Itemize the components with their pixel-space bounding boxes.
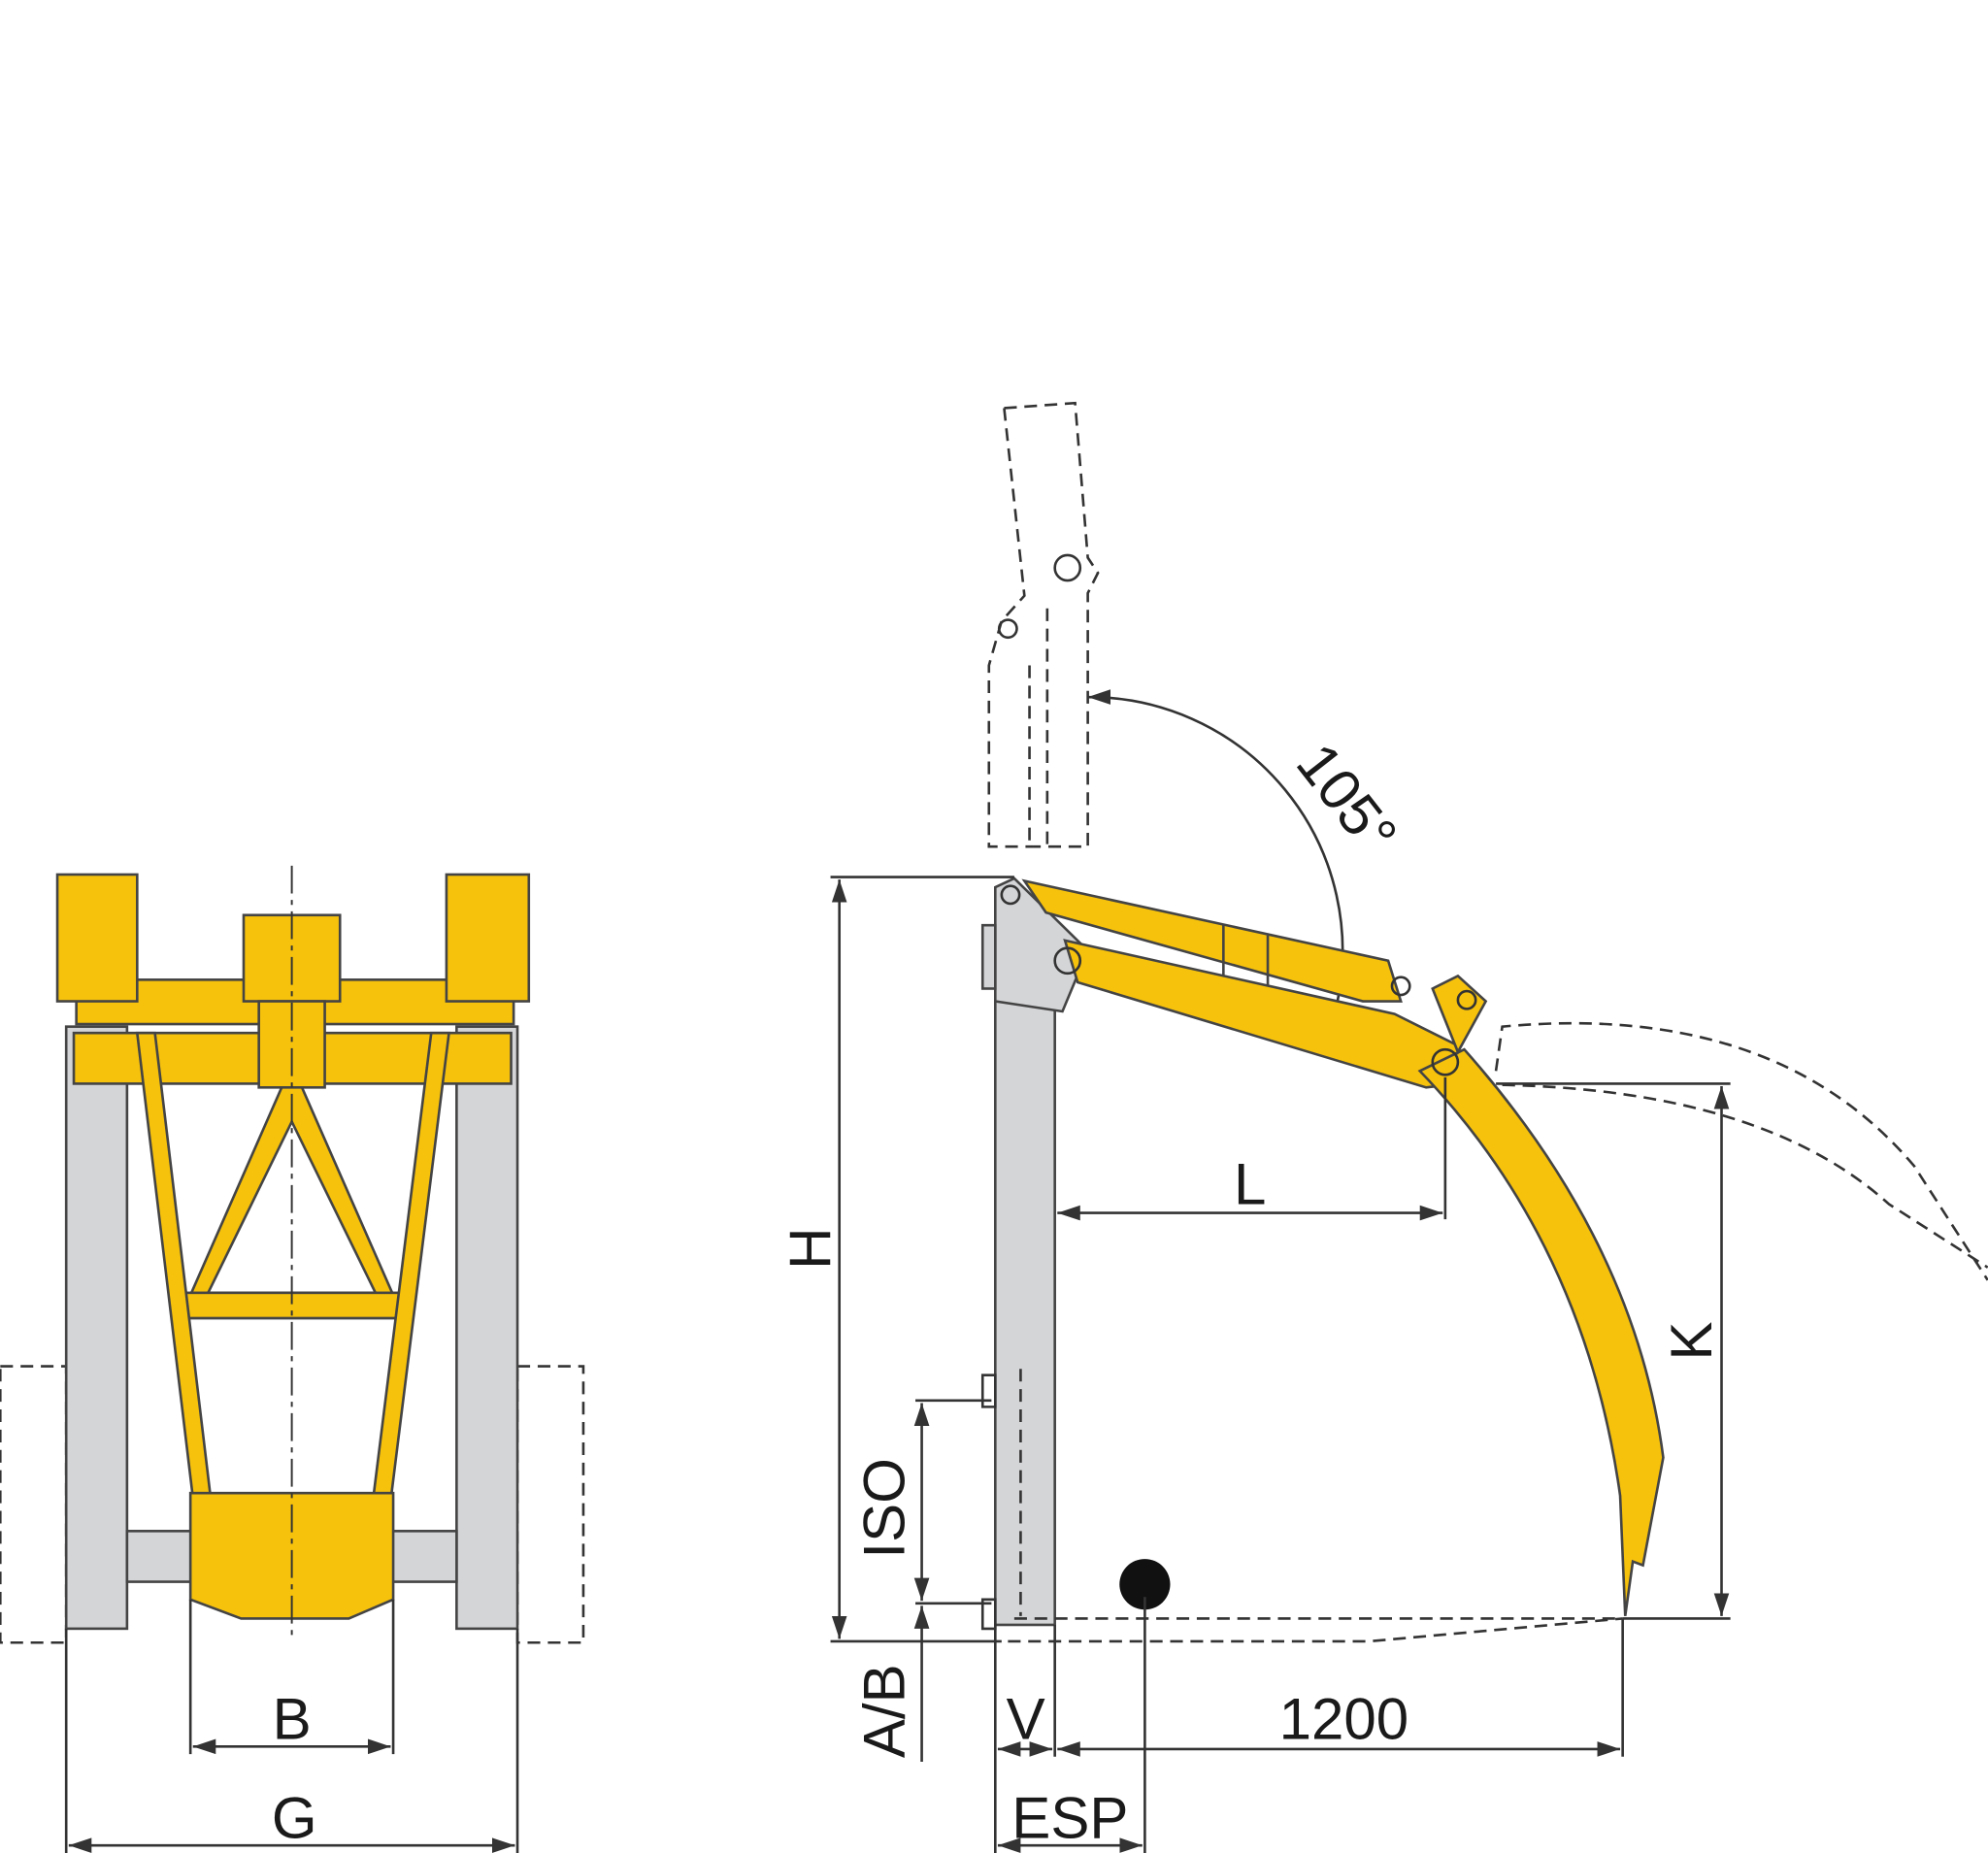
dimension-k-label: K xyxy=(1659,1321,1724,1360)
dimension-h-label: H xyxy=(779,1227,844,1269)
dimension-l-label: L xyxy=(1234,1151,1266,1216)
angle-label: 105° xyxy=(1284,731,1409,866)
yellow-arm xyxy=(1021,878,1665,1617)
right-fork-dashed xyxy=(515,1365,585,1644)
raised-position-dashed xyxy=(987,401,1100,848)
mast xyxy=(994,1000,1056,1627)
dimension-ab-label: A/B xyxy=(851,1664,916,1758)
dimension-v-label: V xyxy=(1007,1686,1045,1751)
dimension-esp-label: ESP xyxy=(1011,1785,1128,1850)
load-center-dot xyxy=(1119,1559,1171,1610)
left-upright xyxy=(64,1025,129,1631)
dimension-iso-label: ISO xyxy=(851,1458,916,1558)
dimension-b-label: B xyxy=(273,1686,312,1751)
dimension-1200-label: 1200 xyxy=(1279,1686,1409,1751)
open-finger-dashed xyxy=(1494,1021,1988,1281)
dimension-g-label: G xyxy=(272,1785,317,1850)
right-upright xyxy=(455,1025,519,1631)
right-crossbar xyxy=(389,1530,458,1583)
left-fork-dashed xyxy=(0,1365,68,1644)
side-view: 105° H xyxy=(779,401,1988,1853)
left-crossbar xyxy=(125,1530,195,1583)
angle-arc xyxy=(1087,689,1344,1002)
front-view: B G xyxy=(0,865,585,1853)
